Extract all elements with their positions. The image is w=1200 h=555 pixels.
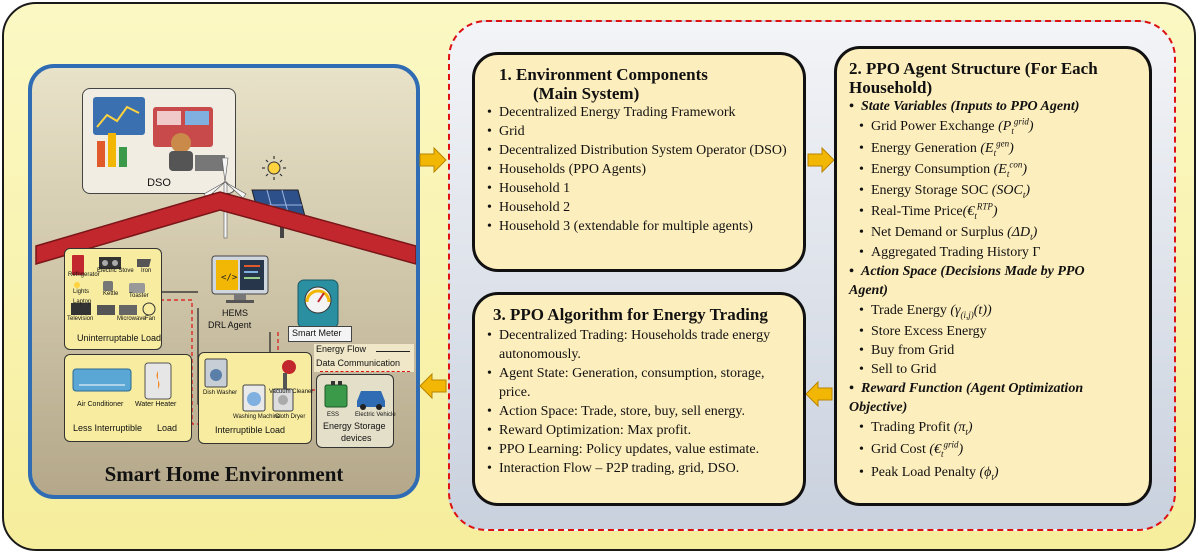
reward-function-heading: Reward Function (Agent Optimization — [849, 379, 1139, 398]
arrow-to-home-icon — [419, 372, 447, 400]
environment-list: Decentralized Energy Trading Framework G… — [487, 103, 791, 236]
ppo-algorithm-card: 3. PPO Algorithm for Energy Trading Dece… — [472, 292, 806, 506]
dso-box: DSO — [82, 88, 236, 194]
list-item: Action Space: Trade, store, buy, sell en… — [487, 402, 791, 421]
energy-flow-line — [376, 351, 410, 352]
storage-title: Energy Storage — [323, 421, 386, 431]
smart-home-panel: DSO — [28, 64, 420, 499]
less-interruptible-room: Air Conditioner Water Heater Less Interr… — [64, 354, 192, 442]
washing-machine-label: Washing Machine — [233, 414, 281, 420]
list-item: Household 2 — [487, 198, 791, 217]
list-item: Peak Load Penalty (ϕt) — [849, 462, 1139, 484]
environment-subtitle: (Main System) — [533, 84, 640, 103]
refrigerator-label: Refrigerator — [68, 272, 100, 278]
list-item: Household 3 (extendable for multiple age… — [487, 217, 791, 236]
electric-vehicle-label: Electric Vehicle — [355, 412, 396, 418]
list-item: Energy Consumption (Etcon) — [849, 159, 1139, 180]
reward-function-heading-2: Objective) — [849, 400, 908, 415]
hems-monitor-icon: </> — [198, 254, 282, 306]
air-conditioner-icon — [72, 362, 172, 400]
interruptible-appliances-icon — [204, 358, 296, 412]
interruptible-title: Interruptible Load — [215, 425, 286, 435]
list-item: Sell to Grid — [849, 360, 1139, 379]
list-item: Interaction Flow – P2P trading, grid, DS… — [487, 459, 791, 478]
svg-text:</>: </> — [221, 273, 238, 283]
list-item: Grid Power Exchange (Ptgrid) — [849, 116, 1139, 138]
list-item: Buy from Grid — [849, 341, 1139, 360]
ess-label: ESS — [327, 412, 340, 418]
list-item: Energy Storage SOC (SOCt) — [849, 180, 1139, 201]
list-item: Household 1 — [487, 179, 791, 198]
laptop-label: Laptop — [73, 299, 92, 305]
dish-washer-label: Dish Washer — [203, 390, 238, 396]
list-item: Grid — [487, 122, 791, 141]
storage-title-2: devices — [341, 433, 372, 443]
smart-meter-icon — [294, 278, 342, 330]
list-item: Grid Cost (€tgrid) — [849, 438, 1139, 462]
drl-agent-label: DRL Agent — [208, 320, 252, 330]
list-item: Households (PPO Agents) — [487, 160, 791, 179]
electric-stove-label: Electric Stove — [97, 268, 134, 274]
water-heater-label: Water Heater — [135, 401, 177, 408]
action-space-heading-2: Agent) — [849, 283, 888, 298]
interruptible-room: Dish Washer Vacuum Cleaner Washing Machi… — [198, 352, 314, 444]
environment-title: 1. Environment Components — [499, 65, 708, 84]
appliances-icon — [71, 255, 156, 316]
list-item: Agent State: Generation, consumption, st… — [487, 364, 791, 402]
smart-home-title: Smart Home Environment — [104, 462, 344, 486]
arrow-to-agent-icon — [807, 146, 835, 174]
agent-title: 2. PPO Agent Structure (For Each — [849, 59, 1098, 78]
algorithm-list: Decentralized Trading: Households trade … — [487, 326, 791, 478]
agent-list: State Variables (Inputs to PPO Agent) Gr… — [849, 97, 1139, 484]
smart-meter-badge: Smart Meter — [288, 326, 352, 342]
sun-icon — [262, 156, 286, 180]
cloth-dryer-label: Cloth Dryer — [275, 414, 306, 420]
toaster-label: Toaster — [129, 293, 149, 299]
storage-devices-icon — [324, 381, 385, 410]
vacuum-cleaner-label: Vacuum Cleaner — [269, 389, 314, 395]
list-item: Decentralized Trading: Households trade … — [487, 326, 791, 364]
list-item: Trading Profit (πt) — [849, 417, 1139, 438]
list-item: Real-Time Price(€tRTP) — [849, 201, 1139, 222]
list-item: Store Excess Energy — [849, 322, 1139, 341]
arrow-to-environment-icon — [419, 146, 447, 174]
data-comm-line — [320, 371, 410, 372]
list-item: Trade Energy (γ(i,j)(t)) — [849, 300, 1139, 322]
list-item: PPO Learning: Policy updates, value esti… — [487, 440, 791, 459]
dso-label: DSO — [147, 177, 171, 189]
environment-components-card: 1. Environment Components (Main System) … — [472, 52, 806, 272]
hems-label: HEMS — [222, 308, 249, 318]
list-item: Decentralized Energy Trading Framework — [487, 103, 791, 122]
agent-title-2: Household) — [849, 78, 933, 97]
dso-illustration-icon — [93, 97, 225, 171]
iron-label: Iron — [141, 268, 152, 274]
data-communication-label: Data Communication — [316, 358, 401, 368]
fan-label: Fan — [145, 316, 156, 322]
lights-label: Lights — [73, 289, 90, 295]
list-item: Aggregated Trading History Γ — [849, 243, 1139, 262]
less-interruptible-title: Less Interruptible — [73, 423, 143, 433]
smart-meter-label: Smart Meter — [292, 328, 342, 338]
television-label: Television — [67, 316, 94, 322]
microwave-label: Microwave — [117, 316, 146, 322]
list-item: Decentralized Distribution System Operat… — [487, 141, 791, 160]
uninterruptable-load-title: Uninterruptable Load — [77, 333, 162, 343]
algorithm-title: 3. PPO Algorithm for Energy Trading — [493, 305, 768, 324]
list-item: Net Demand or Surplus (ΔDt) — [849, 222, 1139, 243]
state-variables-heading: State Variables (Inputs to PPO Agent) — [849, 97, 1139, 116]
list-item: Reward Optimization: Max profit. — [487, 421, 791, 440]
arrow-to-algorithm-icon — [805, 380, 833, 408]
flow-legend: Energy Flow Data Communication — [314, 344, 414, 372]
uninterruptable-load-room: Refrigerator Electric Stove Iron Lights … — [64, 248, 162, 350]
action-space-heading: Action Space (Decisions Made by PPO — [849, 262, 1139, 281]
list-item: Energy Generation (Etgen) — [849, 138, 1139, 159]
less-interruptible-title-2: Load — [157, 423, 178, 433]
kettle-label: Kettle — [103, 291, 119, 297]
air-conditioner-label: Air Conditioner — [77, 401, 124, 408]
energy-flow-label: Energy Flow — [316, 344, 367, 354]
ppo-agent-structure-card: 2. PPO Agent Structure (For Each Househo… — [834, 46, 1152, 506]
energy-storage-room: ESS Electric Vehicle Energy Storage devi… — [316, 374, 396, 448]
